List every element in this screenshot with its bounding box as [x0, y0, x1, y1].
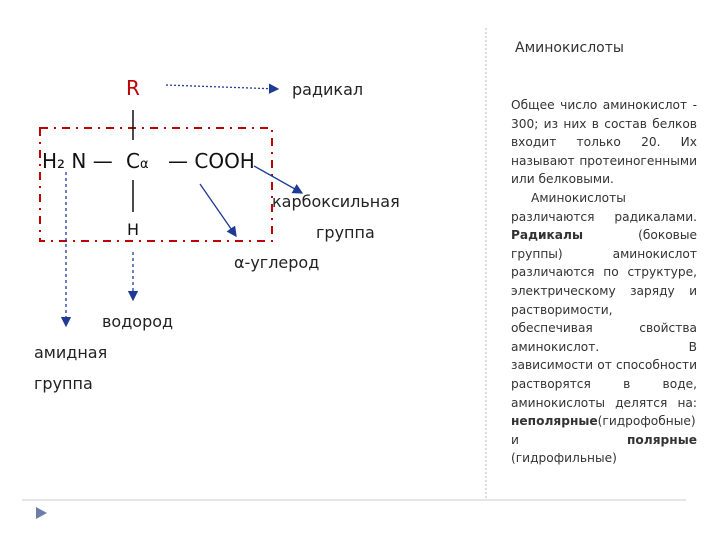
sidebar-paragraph-1: Общее число аминокислот - 300; из них в … [511, 98, 697, 187]
alpha-carbon-formula: Cα [126, 149, 149, 173]
sidebar-p2-nonpolar: неполярные [511, 414, 598, 429]
sidebar-p2-polar: полярные [627, 432, 697, 447]
sidebar-p2-body: (боковые группы) аминокислот различаются… [511, 228, 697, 410]
sidebar-paragraph-2: Аминокислоты различаются радикалами. Рад… [511, 189, 697, 468]
arrow-radical [165, 83, 280, 94]
hydrogen-label: водород [102, 312, 174, 331]
amino-group-formula: H₂ N — [42, 149, 113, 173]
sidebar-p2-hydrophobic: (гидрофобные) и [511, 414, 696, 447]
arrow-carboxyl [253, 165, 304, 194]
slide-title: Аминокислоты [515, 40, 624, 56]
sidebar-p2-hydrophilic: (гидрофильные) [511, 451, 617, 466]
alpha-carbon-symbol: C [126, 149, 140, 173]
hydrogen-symbol: H [127, 220, 140, 239]
sidebar-p2-intro: Аминокислоты различаются радикалами. [511, 190, 697, 224]
amino-group-box [39, 127, 273, 242]
amide-label-line2: группа [34, 374, 93, 393]
carboxyl-label-line1: карбоксильная [272, 192, 400, 211]
carboxyl-label-line2: группа [316, 223, 375, 242]
arrow-alpha [199, 183, 237, 238]
sidebar-p2-radicals: Радикалы [511, 228, 583, 243]
radical-label: радикал [292, 80, 364, 99]
radical-symbol: R [126, 76, 140, 100]
carboxyl-formula: — COOH [168, 149, 255, 173]
amide-label-line1: амидная [34, 343, 108, 362]
triangle-right-icon [36, 507, 47, 519]
sidebar-description: Общее число аминокислот - 300; из них в … [511, 96, 697, 468]
alpha-carbon-label: α-углерод [234, 253, 320, 272]
alpha-subscript: α [139, 157, 149, 172]
